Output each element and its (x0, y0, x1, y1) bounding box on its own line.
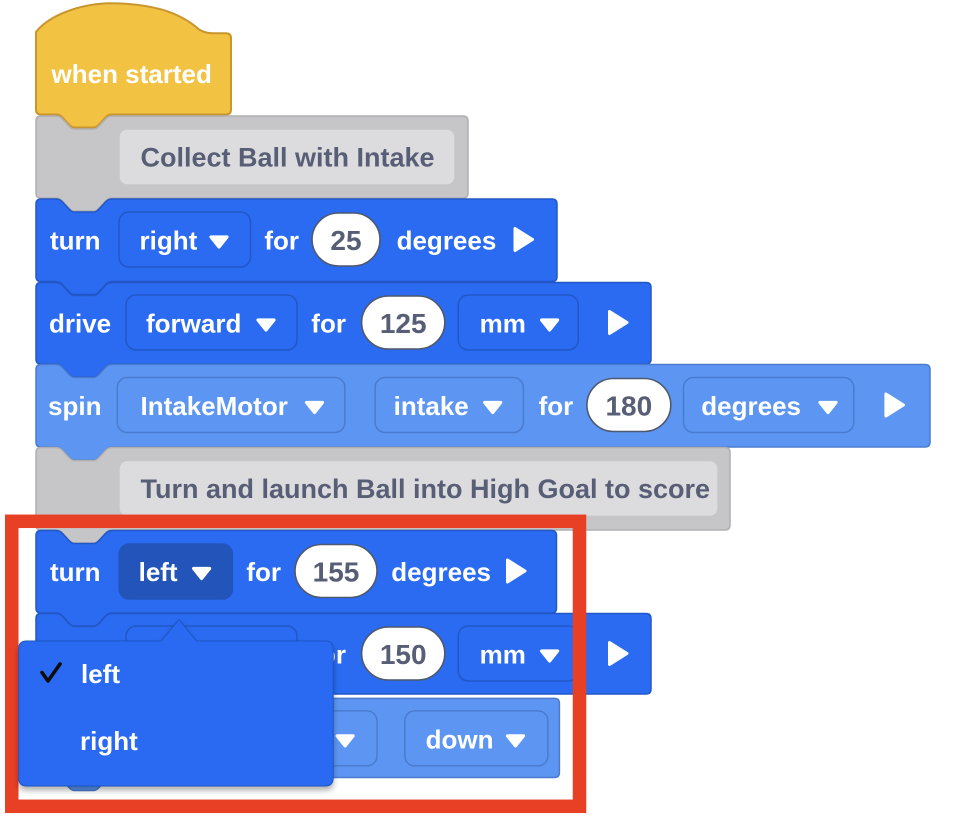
svg-text:Turn and launch Ball into High: Turn and launch Ball into High Goal to s… (141, 474, 711, 504)
svg-text:drive: drive (49, 309, 111, 339)
svg-text:forward: forward (146, 309, 241, 339)
svg-text:150: 150 (380, 639, 427, 670)
svg-text:down: down (426, 724, 494, 754)
svg-text:for: for (539, 391, 574, 421)
svg-text:left: left (81, 659, 120, 689)
svg-text:155: 155 (313, 557, 360, 588)
svg-text:degrees: degrees (391, 557, 491, 587)
svg-text:125: 125 (380, 308, 427, 339)
svg-text:180: 180 (605, 391, 652, 422)
svg-text:turn: turn (50, 557, 101, 587)
svg-text:right: right (80, 726, 138, 756)
svg-text:Collect Ball with Intake: Collect Ball with Intake (141, 143, 435, 173)
svg-text:mm: mm (480, 309, 526, 339)
svg-text:IntakeMotor: IntakeMotor (141, 391, 288, 421)
svg-text:intake: intake (394, 391, 469, 421)
svg-text:for: for (264, 226, 299, 256)
svg-text:25: 25 (330, 225, 361, 256)
svg-text:mm: mm (480, 640, 526, 670)
svg-text:when started: when started (51, 59, 212, 89)
svg-text:spin: spin (48, 391, 101, 421)
svg-text:for: for (311, 309, 346, 339)
svg-text:degrees: degrees (701, 391, 801, 421)
svg-text:turn: turn (50, 226, 101, 256)
svg-text:right: right (140, 226, 198, 256)
svg-text:degrees: degrees (397, 226, 497, 256)
svg-text:for: for (246, 557, 281, 587)
svg-text:left: left (139, 557, 178, 587)
